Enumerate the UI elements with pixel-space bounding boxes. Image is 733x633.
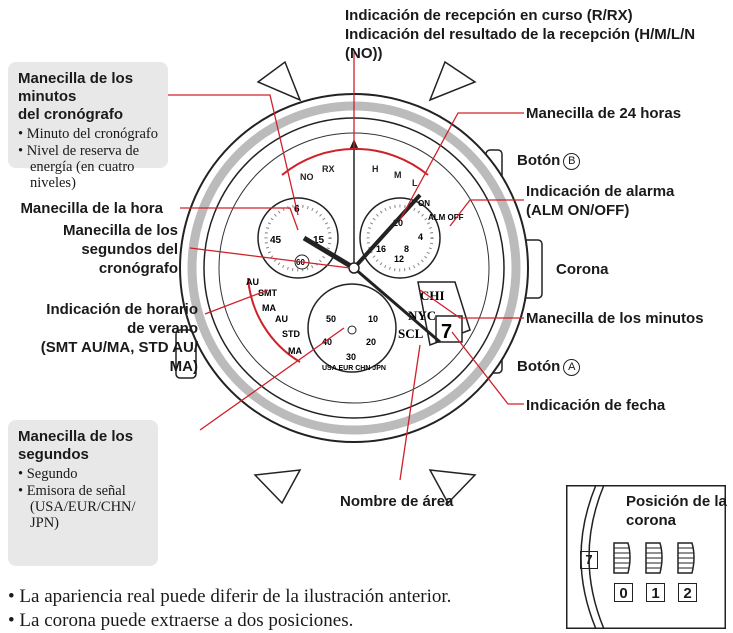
svg-text:30: 30 <box>346 352 356 362</box>
svg-text:7: 7 <box>441 321 452 343</box>
svg-text:20: 20 <box>366 337 376 347</box>
svg-text:4: 4 <box>418 232 423 242</box>
callout-hour-hand: Manecilla de la hora <box>20 200 163 217</box>
notes-list: La apariencia real puede diferir de la i… <box>8 585 568 633</box>
svg-text:45: 45 <box>270 235 282 246</box>
svg-text:NO: NO <box>300 172 314 182</box>
crown-position-1: 1 <box>646 583 665 602</box>
callout-dst-line4: MA) <box>169 358 198 375</box>
callout-chrono-seconds-line2: segundos del <box>81 241 178 258</box>
svg-text:8: 8 <box>404 244 409 254</box>
callout-reception-result-text: Indicación del resultado de la recepción… <box>345 26 696 62</box>
chrono-minute-heading: Manecilla de los minutos <box>18 70 134 105</box>
svg-text:CHI: CHI <box>420 288 445 303</box>
callout-chrono-seconds: Manecilla de los segundos del cronógrafo <box>40 221 178 278</box>
seconds-heading-2: segundos <box>18 446 89 463</box>
subdial-left: 6 15 45 60 <box>257 197 339 279</box>
svg-text:40: 40 <box>322 337 332 347</box>
callout-button-b-text: Botón <box>517 152 561 169</box>
svg-text:RX: RX <box>322 164 335 174</box>
note-item: La corona puede extraerse a dos posicion… <box>8 609 568 633</box>
list-item: Nivel de reserva de energía (en cuatro n… <box>18 143 158 191</box>
callout-24h-hand: Manecilla de 24 horas <box>526 105 682 122</box>
chrono-minute-box: Manecilla de los minutos del cronógrafo … <box>8 62 168 191</box>
left-pusher-shape <box>175 329 197 379</box>
seconds-list: Segundo Emisora de señal (USA/EUR/CHN/ J… <box>18 466 148 531</box>
svg-text:M: M <box>394 170 402 180</box>
crown-position-2: 2 <box>678 583 697 602</box>
callout-dst-line2: de verano <box>127 320 198 337</box>
crown-knurling <box>614 547 694 569</box>
crown-position-title-line1: Posición de la <box>626 493 727 510</box>
callout-dst: Indicación de horario de verano (SMT AU/… <box>8 300 198 376</box>
chrono-minute-heading-2: del cronógrafo <box>18 106 124 123</box>
leader-lines <box>165 52 524 481</box>
svg-text:12: 12 <box>394 254 404 264</box>
crown-position-title-line2: corona <box>626 512 677 529</box>
reception-arc <box>281 147 429 176</box>
svg-text:L: L <box>412 178 418 188</box>
svg-text:NYC: NYC <box>408 308 436 323</box>
city-date-window: CHI NYC SCL 7 <box>398 281 471 347</box>
dst-arc <box>247 277 301 363</box>
callout-date: Indicación de fecha <box>526 397 666 414</box>
callout-dst-line3: (SMT AU/MA, STD AU/ <box>40 339 198 356</box>
list-item: Segundo <box>18 466 148 482</box>
seconds-heading: Manecilla de los <box>18 428 134 445</box>
crown-position-panel <box>566 485 726 629</box>
callout-crown: Corona <box>556 261 609 278</box>
callout-reception-progress-text: Indicación de recepción en curso (R/RX) <box>345 7 633 24</box>
svg-text:SMT: SMT <box>258 288 278 298</box>
subdial-bottom: 50 10 40 20 30 USA EUR CHN JPN <box>307 283 397 373</box>
svg-text:STD: STD <box>282 329 301 339</box>
svg-text:15: 15 <box>313 235 325 246</box>
button-b-mark: B <box>563 153 581 170</box>
callout-chrono-seconds-line1: Manecilla de los <box>62 222 178 239</box>
svg-text:16: 16 <box>376 244 386 254</box>
crown-position-title: Posición de la corona <box>626 492 730 530</box>
svg-text:50: 50 <box>326 314 336 324</box>
callout-alarm-line2: (ALM ON/OFF) <box>526 202 630 219</box>
subdial-right: 20 4 8 12 16 ON ALM OFF <box>359 197 464 279</box>
callout-area-name: Nombre de área <box>340 493 454 510</box>
svg-text:ALM OFF: ALM OFF <box>428 213 464 222</box>
callout-chrono-seconds-line3: cronógrafo <box>98 260 178 277</box>
svg-text:SCL: SCL <box>398 326 424 341</box>
svg-text:AU: AU <box>275 314 288 324</box>
svg-text:MA: MA <box>262 303 276 313</box>
chrono-minute-list: Minuto del cronógrafo Nivel de reserva d… <box>18 126 158 191</box>
list-item: Emisora de señal (USA/EUR/CHN/ JPN) <box>18 483 148 531</box>
callout-alarm: Indicación de alarma (ALM ON/OFF) <box>526 182 674 220</box>
callout-alarm-line1: Indicación de alarma <box>526 183 675 200</box>
callout-reception-progress: Indicación de recepción en curso (R/RX) … <box>345 6 730 63</box>
svg-text:MA: MA <box>288 346 302 356</box>
watch-hands <box>302 148 441 344</box>
callout-dst-line1: Indicación de horario <box>46 301 198 318</box>
button-a-mark: A <box>563 359 581 376</box>
seconds-box: Manecilla de los segundos Segundo Emisor… <box>8 420 158 566</box>
callout-minute-hand: Manecilla de los minutos <box>526 310 704 327</box>
note-item: La apariencia real puede diferir de la i… <box>8 585 568 609</box>
crown-position-0: 0 <box>614 583 633 602</box>
callout-button-a-text: Botón <box>517 358 561 375</box>
crown-panel-date-sample: 7 <box>580 551 598 569</box>
list-item: Minuto del cronógrafo <box>18 126 158 142</box>
watch-lugs <box>253 60 477 505</box>
svg-text:10: 10 <box>368 314 378 324</box>
svg-text:H: H <box>372 164 379 174</box>
svg-text:20: 20 <box>393 218 403 228</box>
svg-text:USA EUR CHN JPN: USA EUR CHN JPN <box>322 365 386 372</box>
svg-text:ON: ON <box>418 199 430 208</box>
svg-text:60: 60 <box>296 258 305 267</box>
svg-text:AU: AU <box>246 277 259 287</box>
